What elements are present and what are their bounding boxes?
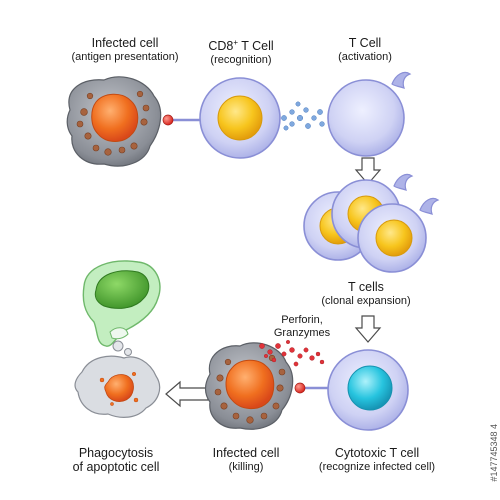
stock-image-id: #147745348 4 [489, 424, 499, 482]
t-cell-activation [327, 71, 412, 157]
apoptotic-cell [74, 355, 161, 418]
label-t-cells-clonal-expansion: T cells (clonal expansion) [306, 280, 426, 308]
arrow-left [165, 380, 209, 408]
label-main: Infected cell [212, 446, 280, 460]
label-line2: Granzymes [273, 327, 331, 339]
label-line1: Perforin, [281, 314, 323, 326]
infected-cell-killing [204, 342, 294, 430]
phagocyte-cell [82, 260, 161, 347]
tcr-mhc-link-1 [162, 114, 200, 126]
cd8-text: CD8 [208, 39, 234, 54]
label-line2: of apoptotic cell [72, 460, 160, 474]
t-cell-text: T Cell [238, 39, 274, 54]
label-t-cell-activation: T Cell (activation) [320, 36, 410, 64]
arrow-down-1 [354, 157, 382, 185]
label-perforin-granzymes: Perforin, Granzymes [262, 314, 342, 340]
label-cd8-t-cell: CD8+ T Cell (recognition) [186, 36, 296, 67]
label-infected-cell-presentation: Infected cell (antigen presentation) [60, 36, 190, 64]
label-sub: (clonal expansion) [321, 295, 411, 307]
label-cytotoxic-t-cell: Cytotoxic T cell (recognize infected cel… [312, 446, 442, 474]
label-sub: (recognize infected cell) [318, 461, 436, 473]
label-infected-cell-killing: Infected cell (killing) [196, 446, 296, 474]
label-sub: (killing) [228, 461, 264, 473]
label-main: Infected cell [91, 36, 159, 50]
cytoplasm-granules [76, 90, 150, 156]
label-main: CD8+ T Cell [186, 36, 296, 53]
arrow-down-2 [354, 315, 382, 343]
label-sub: (antigen presentation) [71, 51, 179, 63]
label-main: T cells [348, 280, 384, 294]
cd8-t-cell-recognition [199, 77, 281, 159]
label-phagocytosis: Phagocytosis of apoptotic cell [56, 446, 176, 474]
label-sub: (activation) [338, 51, 392, 63]
apoptotic-fragments [112, 340, 132, 356]
cd8-plus-superscript: + [233, 38, 238, 47]
cytokine-signal-dots [281, 101, 325, 131]
label-sub: (recognition) [210, 54, 272, 67]
label-line1: Phagocytosis [78, 446, 154, 460]
label-main: T Cell [348, 36, 382, 50]
t-cells-clonal-expansion [303, 173, 440, 273]
cytotoxic-t-cell [327, 349, 409, 431]
label-main: Cytotoxic T cell [334, 446, 420, 460]
tcr-mhc-link-2 [294, 382, 328, 394]
infected-cell-presentation [66, 76, 162, 167]
perforin-granzyme-dots [259, 340, 325, 367]
